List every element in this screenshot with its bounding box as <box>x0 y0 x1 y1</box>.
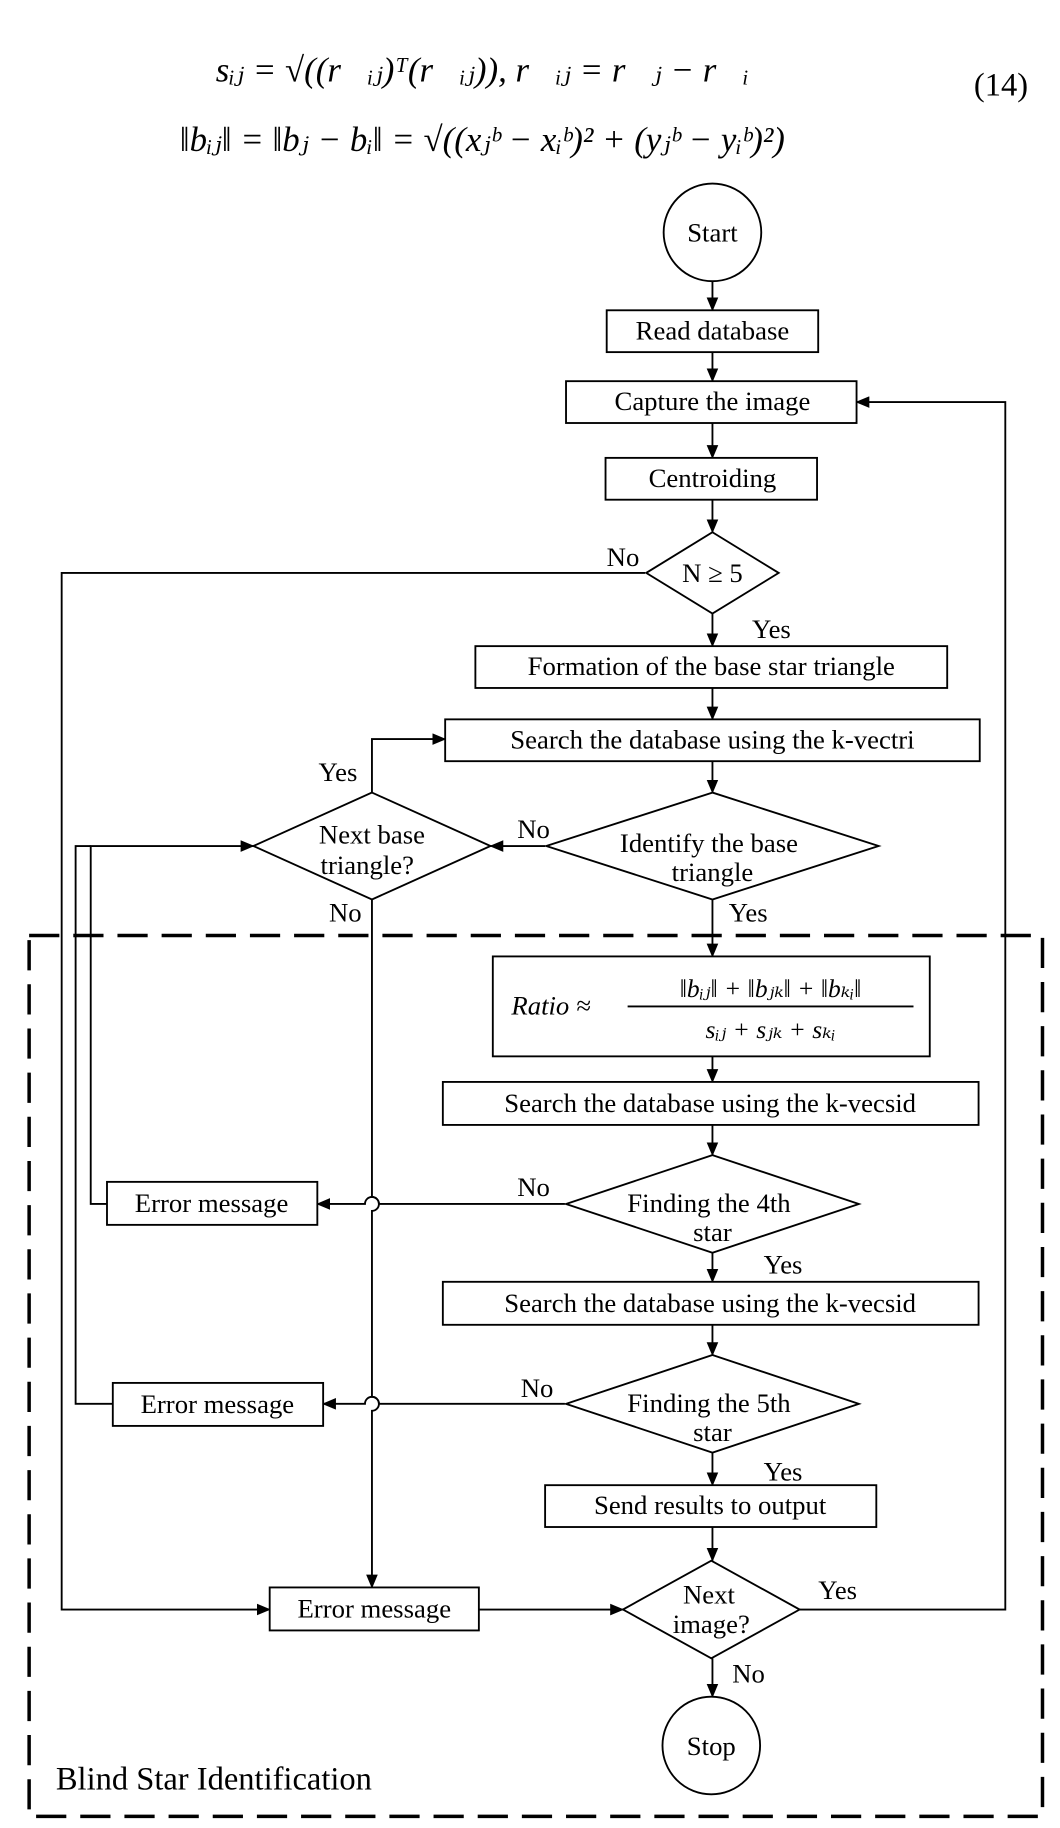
search-kvectri-step: Search the database using the k-vectri <box>444 718 981 763</box>
branch-label-no-find4: No <box>517 1172 550 1202</box>
n-check-label: N ≥ 5 <box>682 558 743 588</box>
region-label: Blind Star Identification <box>56 1762 372 1798</box>
error-message-3-label: Error message <box>297 1594 451 1624</box>
find-4th-star-decision: Finding the 4th star <box>563 1154 862 1254</box>
find-5th-star-decision: Finding the 5th star <box>563 1354 862 1454</box>
find4-label-line1: Finding the 4th <box>627 1188 790 1218</box>
branch-label-no-n-check: No <box>607 542 640 572</box>
search-kvecsid-step-2: Search the database using the k-vecsid <box>441 1280 980 1326</box>
error-message-2-label: Error message <box>141 1389 295 1419</box>
send-results-step: Send results to output <box>544 1484 878 1528</box>
search-kvecsid-step-1: Search the database using the k-vecsid <box>441 1080 980 1126</box>
stop-node: Stop <box>661 1695 762 1796</box>
find5-label-line1: Finding the 5th <box>627 1388 790 1418</box>
branch-label-yes-n-check: Yes <box>752 614 791 644</box>
error-message-2: Error message <box>111 1381 325 1427</box>
branch-label-yes-next-base: Yes <box>318 757 357 787</box>
identify-label-line1: Identify the base <box>620 828 798 858</box>
formation-step: Formation of the base star triangle <box>474 645 949 689</box>
branch-label-no-next-base: No <box>329 898 362 928</box>
stop-label: Stop <box>687 1731 736 1761</box>
ratio-numerator: ‖bᵢⱼ‖ + ‖bⱼₖ‖ + ‖bₖᵢ‖ <box>680 974 862 1003</box>
equation-distance-b: ‖bᵢⱼ‖ = ‖bⱼ − bᵢ‖ = √((xⱼᵇ − xᵢᵇ)² + (yⱼ… <box>180 120 785 159</box>
identify-label-line2: triangle <box>672 857 754 887</box>
error-message-1-label: Error message <box>135 1188 289 1218</box>
capture-image-step: Capture the image <box>565 380 858 424</box>
next-image-decision: Next image? <box>621 1559 802 1660</box>
branch-label-yes-identify: Yes <box>729 898 768 928</box>
centroiding-label: Centroiding <box>649 463 777 493</box>
search-kvectri-label: Search the database using the k-vectri <box>510 724 914 754</box>
ratio-denominator: sᵢⱼ + sⱼₖ + sₖᵢ <box>706 1015 836 1044</box>
branch-label-yes-find5: Yes <box>764 1457 803 1487</box>
send-results-label: Send results to output <box>594 1490 827 1520</box>
start-label: Start <box>687 218 738 248</box>
capture-image-label: Capture the image <box>615 386 811 416</box>
branch-label-yes-find4: Yes <box>764 1250 803 1280</box>
next-image-label-line2: image? <box>673 1609 750 1639</box>
equation-distance-s: sᵢⱼ = √((r⃗ᵢⱼ)ᵀ(r⃗ᵢⱼ)), r⃗ᵢⱼ = r⃗ⱼ − r⃗ᵢ <box>216 50 749 89</box>
formation-label: Formation of the base star triangle <box>528 651 895 681</box>
find4-label-line2: star <box>693 1217 732 1247</box>
blind-star-identification-region <box>27 933 1045 1819</box>
next-base-label-line2: triangle? <box>321 850 414 880</box>
next-image-label-line1: Next <box>683 1580 736 1610</box>
branch-label-no-identify: No <box>517 814 550 844</box>
search-kvecsid-label-1: Search the database using the k-vecsid <box>504 1088 916 1118</box>
branch-label-yes-next-image: Yes <box>818 1575 857 1605</box>
branch-label-no-find5: No <box>521 1373 554 1403</box>
ratio-label: Ratio ≈ <box>510 991 591 1021</box>
start-node: Start <box>662 182 763 283</box>
branch-label-no-next-image: No <box>732 1659 765 1689</box>
read-database-label: Read database <box>636 315 790 345</box>
error-message-1: Error message <box>106 1180 319 1226</box>
next-base-decision: Next base triangle? <box>251 791 493 901</box>
connectors <box>60 281 1007 1698</box>
read-database-step: Read database <box>605 309 820 354</box>
ratio-step: Ratio ≈ ‖bᵢⱼ‖ + ‖bⱼₖ‖ + ‖bₖᵢ‖ sᵢⱼ + sⱼₖ … <box>491 955 931 1058</box>
identify-base-decision: Identify the base triangle <box>543 791 882 901</box>
search-kvecsid-label-2: Search the database using the k-vecsid <box>504 1288 916 1318</box>
error-message-3: Error message <box>268 1586 480 1632</box>
equation-number: (14) <box>974 67 1028 103</box>
n-check-decision: N ≥ 5 <box>644 531 781 615</box>
find5-label-line2: star <box>693 1417 732 1447</box>
centroiding-step: Centroiding <box>604 456 818 501</box>
next-base-label-line1: Next base <box>319 820 425 850</box>
